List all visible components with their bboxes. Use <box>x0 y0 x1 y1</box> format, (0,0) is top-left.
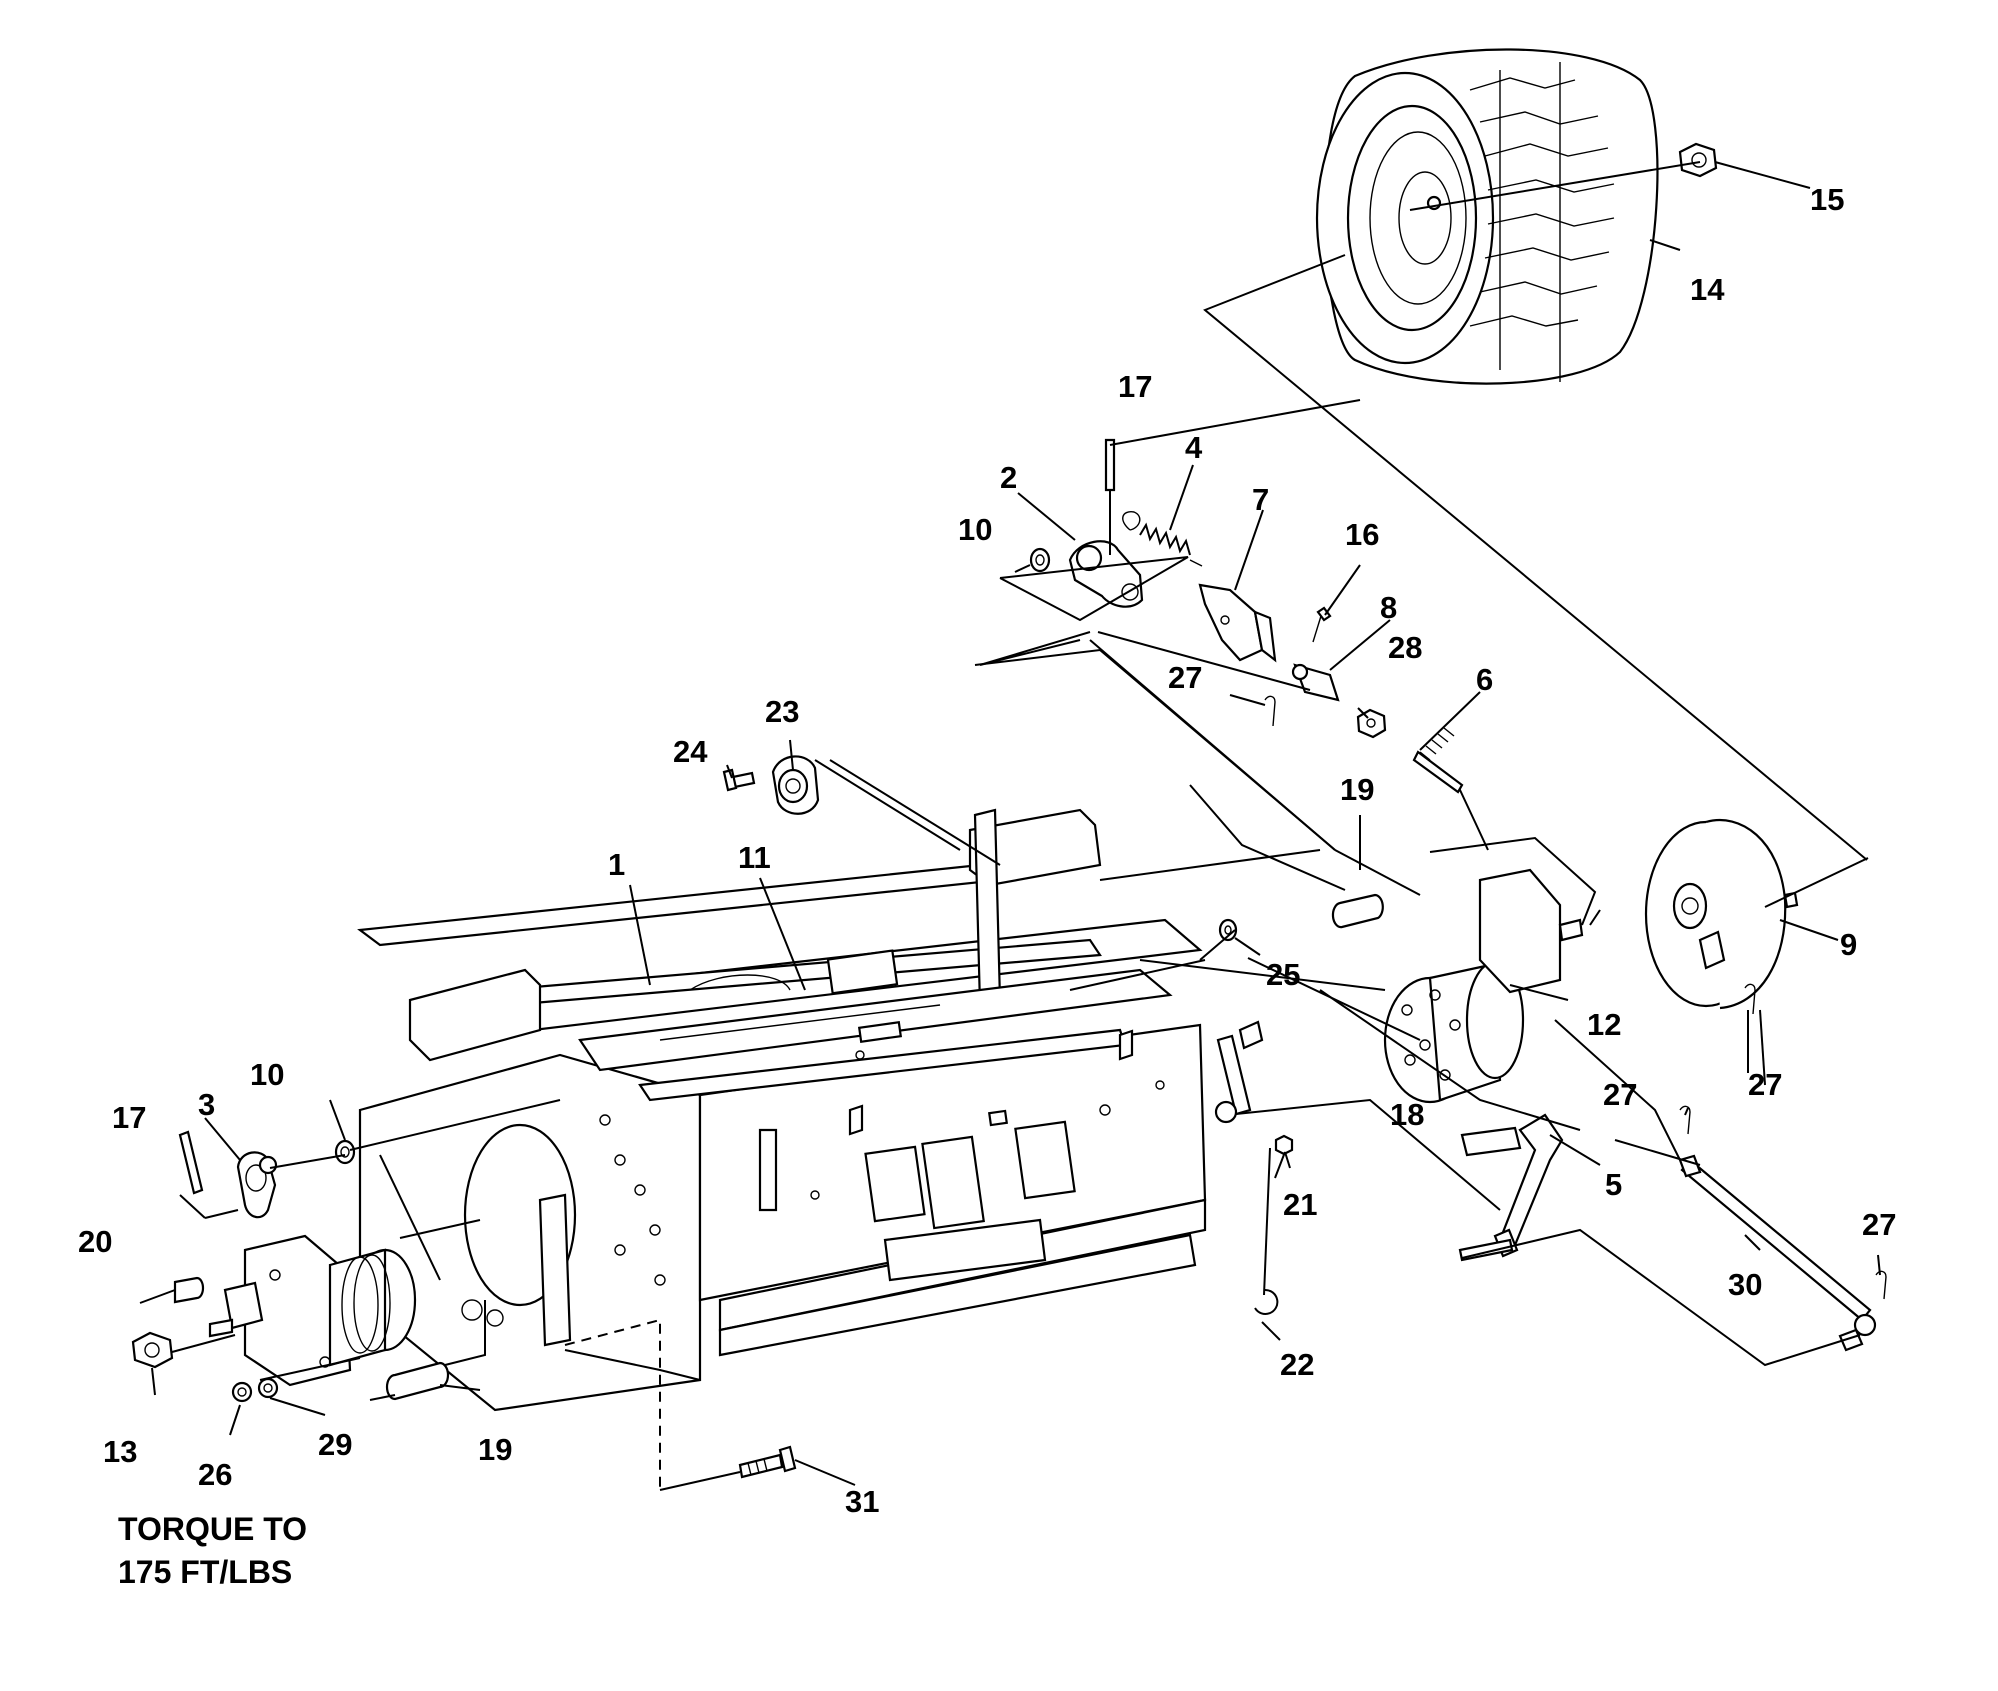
torque-note-line1: TORQUE TO <box>118 1511 307 1547</box>
right-hydraulic-motor-12 <box>1383 868 1584 1104</box>
callout-29: 29 <box>318 1427 352 1462</box>
callout-27-drum: 27 <box>1748 1067 1782 1102</box>
hub-nut <box>131 1331 174 1369</box>
roll-pin-left <box>178 1130 204 1195</box>
front-step-plate <box>883 1218 1047 1282</box>
wheel-nut <box>1678 142 1718 178</box>
callout-25: 25 <box>1266 957 1300 992</box>
torque-note-line2: 175 FT/LBS <box>118 1554 292 1590</box>
callout-10-upper: 10 <box>958 512 992 547</box>
callout-21: 21 <box>1283 1187 1317 1222</box>
brake-rod-30 <box>1678 1154 1877 1352</box>
jam-nut-28 <box>1356 708 1387 739</box>
assembly-lines <box>171 161 1869 1491</box>
callout-4: 4 <box>1185 430 1203 465</box>
woodruff-key <box>173 1276 205 1304</box>
callout-31: 31 <box>845 1484 879 1519</box>
trunnion-8 <box>1291 663 1340 702</box>
callout-leaders <box>139 161 1881 1486</box>
callout-16: 16 <box>1345 517 1379 552</box>
main-frame <box>357 808 1207 1412</box>
callout-17-left: 17 <box>112 1100 146 1135</box>
wheel-assembly <box>1315 48 1659 385</box>
washer-upper <box>1029 547 1051 573</box>
callout-19-left: 19 <box>478 1432 512 1467</box>
roll-pin-top <box>1104 438 1116 492</box>
cotter-pin-27-top <box>1264 695 1276 727</box>
extension-spring <box>1122 511 1203 567</box>
callout-10-left: 10 <box>250 1057 284 1092</box>
callout-26: 26 <box>198 1457 232 1492</box>
callout-3: 3 <box>198 1087 215 1122</box>
torque-note: TORQUE TO 175 FT/LBS <box>118 1511 307 1590</box>
callout-30: 30 <box>1728 1267 1762 1302</box>
callout-labels: 1 2 3 4 5 6 7 8 9 10 10 11 12 13 14 15 1… <box>78 182 1896 1519</box>
callout-13: 13 <box>103 1434 137 1469</box>
clevis-pin-16 <box>1312 606 1332 643</box>
callout-8: 8 <box>1380 590 1397 625</box>
callout-22: 22 <box>1280 1347 1314 1382</box>
callout-6: 6 <box>1476 662 1493 697</box>
callout-20: 20 <box>78 1224 112 1259</box>
callout-17-top: 17 <box>1118 369 1152 404</box>
pivot-arm-frame-right <box>1214 1020 1264 1124</box>
cotter-pin-27-drum <box>1744 983 1756 1015</box>
callout-11: 11 <box>738 840 771 875</box>
callout-27-upper: 27 <box>1168 660 1202 695</box>
retaining-ring-22 <box>1254 1288 1279 1315</box>
callout-19-right: 19 <box>1340 772 1374 807</box>
spacer-right-19 <box>1331 893 1384 929</box>
hidden-line <box>564 1318 661 1490</box>
callout-9: 9 <box>1840 927 1857 962</box>
callout-24: 24 <box>673 734 708 769</box>
lock-washer-26 <box>231 1381 253 1403</box>
bolt-24 <box>722 768 756 792</box>
nut-21 <box>1274 1134 1294 1156</box>
callout-28: 28 <box>1388 630 1422 665</box>
callout-7: 7 <box>1252 482 1269 517</box>
cotter-pin-27-mid <box>1679 1105 1691 1135</box>
left-wheel-motor <box>208 1234 417 1387</box>
brake-drum-9 <box>1644 818 1799 1010</box>
callout-23: 23 <box>765 694 799 729</box>
spacer-left <box>385 1361 450 1401</box>
callout-1: 1 <box>608 847 625 882</box>
bolt-31 <box>738 1445 797 1479</box>
cotter-pin-27-right <box>1875 1270 1887 1300</box>
callout-14: 14 <box>1690 272 1725 307</box>
callout-27-right: 27 <box>1862 1207 1896 1242</box>
pedal-pad-18 <box>1460 1126 1522 1157</box>
washer-left <box>334 1139 356 1165</box>
callout-18: 18 <box>1390 1097 1424 1132</box>
pivot-lever-2 <box>1068 540 1144 608</box>
flange-bearing-23 <box>771 755 820 815</box>
callout-12: 12 <box>1587 1007 1621 1042</box>
link-bracket-7 <box>1198 583 1277 663</box>
control-rod-6 <box>1412 727 1489 851</box>
callout-15: 15 <box>1810 182 1844 217</box>
left-pivot-bracket <box>236 1151 278 1219</box>
callout-2: 2 <box>1000 460 1017 495</box>
callout-27-mid: 27 <box>1603 1077 1637 1112</box>
flat-washer-29 <box>257 1377 279 1399</box>
washer-25 <box>1218 918 1238 942</box>
callout-5: 5 <box>1605 1167 1622 1202</box>
